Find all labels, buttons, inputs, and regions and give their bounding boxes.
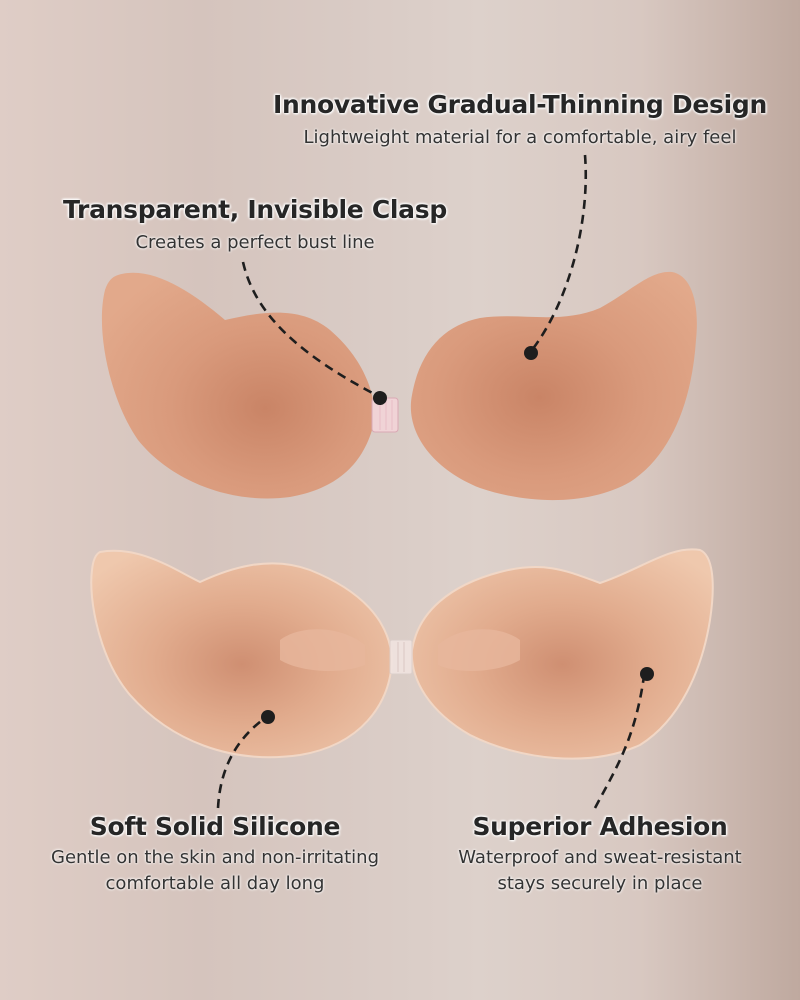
callout-subtitle: Gentle on the skin and non-irritating co… (10, 845, 420, 897)
leader-line-thinning (530, 154, 587, 351)
callout-subtitle: Creates a perfect bust line (135, 232, 375, 253)
bottom-right-wing (438, 629, 520, 672)
bottom-left-wing (280, 629, 365, 672)
callout-gradual-thinning: Innovative Gradual-Thinning Design Light… (270, 90, 770, 151)
callout-title: Transparent, Invisible Clasp (63, 195, 447, 224)
callout-line: comfortable all day long (105, 873, 325, 895)
callout-dot-thinning (524, 346, 538, 360)
callout-invisible-clasp: Transparent, Invisible Clasp Creates a p… (40, 195, 470, 256)
callout-title: Superior Adhesion (472, 812, 728, 841)
top-right-cup (410, 271, 697, 501)
bottom-left-cup (90, 549, 394, 759)
callout-title: Soft Solid Silicone (89, 812, 341, 841)
bottom-cups (90, 548, 714, 760)
top-left-cup (101, 272, 375, 499)
callout-dot-adhesion (640, 667, 654, 681)
callout-line: Gentle on the skin and non-irritating (51, 847, 379, 868)
callout-superior-adhesion: Superior Adhesion Waterproof and sweat-r… (395, 812, 800, 897)
callout-line: Waterproof and sweat-resistant (458, 847, 742, 868)
callout-soft-silicone: Soft Solid Silicone Gentle on the skin a… (10, 812, 420, 897)
clasp-bottom (389, 639, 413, 675)
leader-line-adhesion (593, 675, 646, 809)
callout-title: Innovative Gradual-Thinning Design (273, 90, 767, 119)
top-cups (101, 271, 697, 501)
leader-line-silicone (216, 716, 266, 809)
callout-dot-silicone (261, 710, 275, 724)
callout-dot-clasp (373, 391, 387, 405)
callout-subtitle: Lightweight material for a comfortable, … (303, 127, 737, 148)
leader-line-clasp (241, 261, 379, 398)
callout-line: stays securely in place (497, 873, 703, 895)
callout-subtitle: Waterproof and sweat-resistant stays sec… (395, 845, 800, 897)
